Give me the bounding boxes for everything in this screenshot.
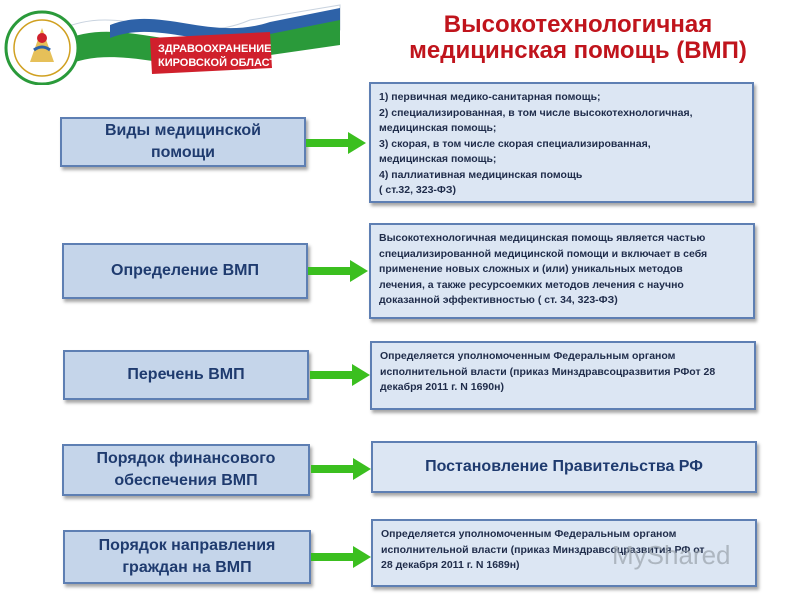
green-arrow-icon bbox=[311, 546, 371, 568]
green-arrow-icon bbox=[310, 364, 370, 386]
label-text: Порядок финансового bbox=[96, 450, 276, 467]
info-line: медицинская помощь; bbox=[379, 122, 497, 134]
logo-text-line1: ЗДРАВООХРАНЕНИЕ bbox=[158, 43, 272, 55]
info-line: 4) паллиативная медицинская помощь bbox=[379, 168, 583, 181]
info-line: Высокотехнологичная медицинская помощь я… bbox=[379, 232, 706, 244]
info-box-definition: Высокотехнологичная медицинская помощь я… bbox=[369, 223, 755, 319]
label-box-referral: Порядок направления граждан на ВМП bbox=[63, 530, 311, 584]
info-line: специализированной медицинской помощи и … bbox=[379, 247, 708, 260]
info-line: лечения, а также ресурсоемких методов ле… bbox=[379, 278, 684, 291]
green-arrow-icon bbox=[311, 458, 371, 480]
label-text: Порядок направления bbox=[98, 537, 276, 554]
info-line: Определяется уполномоченным Федеральным … bbox=[381, 528, 677, 540]
watermark: MyShared bbox=[612, 540, 731, 571]
info-line: доказанной эффективностью ( ст. 34, 323-… bbox=[379, 294, 618, 306]
info-box-referral: Определяется уполномоченным Федеральным … bbox=[371, 519, 757, 587]
label-box-financing: Порядок финансового обеспечения ВМП bbox=[62, 444, 310, 496]
page-title-line1: Высокотехнологичная bbox=[443, 11, 713, 38]
info-box-types: 1) первичная медико-санитарная помощь; 2… bbox=[369, 82, 754, 203]
label-text: граждан на ВМП bbox=[122, 559, 252, 576]
info-text: Постановление Правительства РФ bbox=[425, 458, 703, 476]
info-line: 1) первичная медико-санитарная помощь; bbox=[379, 91, 601, 103]
info-line: 28 декабря 2011 г. N 1689н) bbox=[381, 559, 520, 571]
label-box-list: Перечень ВМП bbox=[63, 350, 309, 400]
label-text: помощи bbox=[151, 144, 215, 161]
watermark-text: MyShared bbox=[612, 540, 731, 570]
green-arrow-icon bbox=[306, 132, 366, 154]
info-line: исполнительной власти (приказ Минздравсо… bbox=[380, 365, 716, 378]
info-box-list: Определяется уполномоченным Федеральным … bbox=[370, 341, 756, 410]
label-box-types: Виды медицинской помощи bbox=[60, 117, 306, 167]
info-line: медицинская помощь; bbox=[379, 153, 497, 165]
logo-text-line2: КИРОВСКОЙ ОБЛАСТИ bbox=[158, 56, 284, 69]
label-text: обеспечения ВМП bbox=[114, 472, 258, 489]
label-text: Определение ВМП bbox=[111, 262, 259, 279]
label-text: Виды медицинской bbox=[104, 122, 262, 139]
info-line: исполнительной власти (приказ Минздравсо… bbox=[381, 543, 705, 556]
info-line: Определяется уполномоченным Федеральным … bbox=[380, 350, 676, 362]
green-arrow-icon bbox=[308, 260, 368, 282]
page-title-line2: медицинская помощь (ВМП) bbox=[409, 37, 747, 64]
info-box-financing: Постановление Правительства РФ bbox=[371, 441, 757, 493]
info-line: 3) скорая, в том числе скорая специализи… bbox=[379, 137, 651, 150]
logo-graphic: ЗДРАВООХРАНЕНИЕ КИРОВСКОЙ ОБЛАСТИ bbox=[4, 4, 341, 86]
logo: ЗДРАВООХРАНЕНИЕ КИРОВСКОЙ ОБЛАСТИ bbox=[0, 0, 350, 86]
label-box-definition: Определение ВМП bbox=[62, 243, 308, 299]
info-line: 2) специализированная, в том числе высок… bbox=[379, 106, 693, 119]
page-title: Высокотехнологичная медицинская помощь (… bbox=[358, 12, 798, 64]
info-line: декабря 2011 г. N 1690н) bbox=[380, 381, 504, 393]
info-line: ( ст.32, 323-ФЗ) bbox=[379, 184, 456, 196]
info-line: применение новых сложных и (или) уникаль… bbox=[379, 263, 683, 275]
label-text: Перечень ВМП bbox=[127, 366, 245, 383]
